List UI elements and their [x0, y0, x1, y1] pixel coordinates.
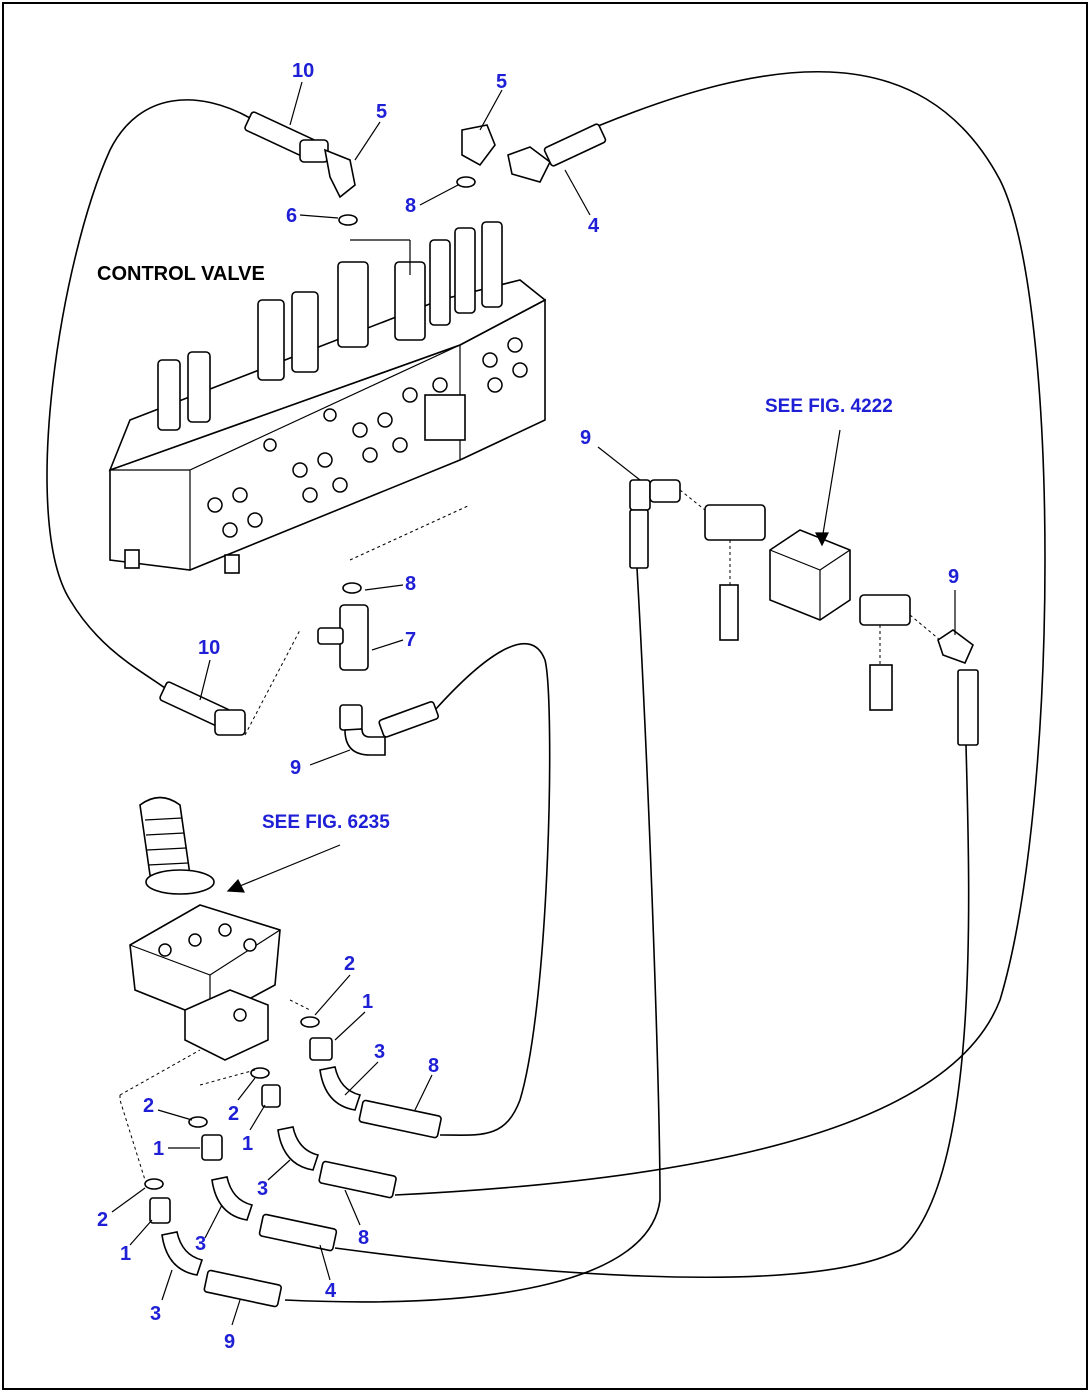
callout-3: 3 — [195, 1233, 206, 1255]
callout-3: 3 — [257, 1178, 268, 1200]
valve-block-drawing — [679, 489, 941, 711]
callout-1: 1 — [120, 1243, 131, 1265]
hose-lines — [46, 70, 1046, 1303]
leader-lines — [111, 81, 956, 1326]
callout-9: 9 — [290, 757, 301, 779]
callout-8: 8 — [358, 1227, 369, 1249]
callout-4: 4 — [588, 215, 600, 237]
callout-3: 3 — [150, 1303, 161, 1325]
see-fig-4222-label: SEE FIG. 4222 — [765, 396, 893, 417]
callout-9: 9 — [948, 566, 959, 588]
callout-2: 2 — [344, 953, 355, 975]
callout-3: 3 — [374, 1041, 385, 1063]
callout-8: 8 — [405, 573, 416, 595]
callout-10: 10 — [198, 637, 220, 659]
part-callouts: 10 5 5 6 8 4 9 9 8 7 10 9 2 1 3 8 2 2 1 … — [97, 60, 959, 1353]
see-fig-6235-label: SEE FIG. 6235 — [262, 812, 390, 833]
callout-2: 2 — [97, 1209, 108, 1231]
callout-6: 6 — [286, 205, 297, 227]
callout-5: 5 — [376, 101, 387, 123]
callout-7: 7 — [405, 629, 416, 651]
callout-5: 5 — [496, 71, 507, 93]
callout-10: 10 — [292, 60, 314, 82]
callout-2: 2 — [228, 1103, 239, 1125]
callout-2: 2 — [143, 1095, 154, 1117]
callout-8: 8 — [428, 1055, 439, 1077]
callout-9: 9 — [580, 427, 591, 449]
control-valve-label: CONTROL VALVE — [97, 263, 265, 285]
control-valve-drawing — [108, 221, 547, 574]
callout-1: 1 — [362, 991, 373, 1013]
callout-4: 4 — [325, 1280, 337, 1302]
callout-1: 1 — [153, 1138, 164, 1160]
pilot-control-valve-drawing — [129, 796, 281, 1061]
callout-1: 1 — [242, 1133, 253, 1155]
callout-9: 9 — [224, 1331, 235, 1353]
callout-8: 8 — [405, 195, 416, 217]
